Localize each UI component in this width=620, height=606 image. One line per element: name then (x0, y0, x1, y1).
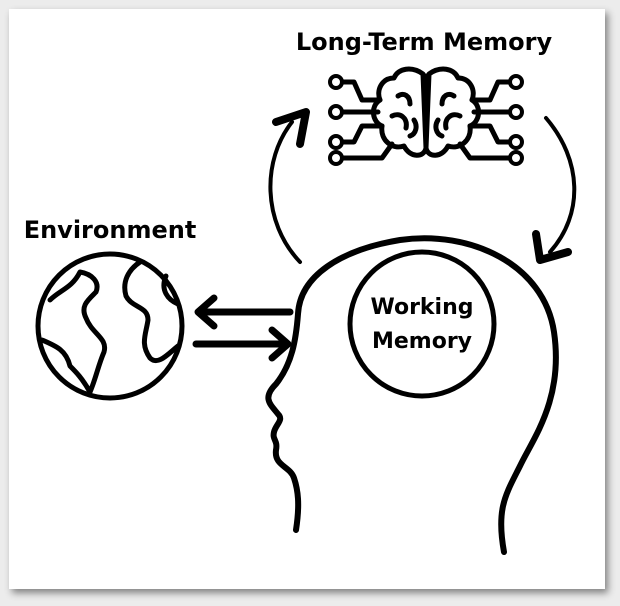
working-memory-label-line1: Working (370, 295, 473, 320)
environment-label: Environment (24, 216, 197, 244)
working-memory-node: Working Memory (347, 249, 497, 399)
working-memory-label-line2: Memory (372, 329, 472, 354)
curved-arrow-up-icon (268, 108, 310, 264)
human-head-profile-icon (265, 235, 559, 555)
curved-arrow-down-icon (532, 116, 577, 264)
brain-circuit-nodes (328, 74, 524, 166)
environment-arrows (192, 294, 294, 362)
long-term-memory-label: Long-Term Memory (296, 28, 553, 56)
globe-icon (35, 251, 185, 401)
brain-circuit-icon (339, 66, 513, 161)
